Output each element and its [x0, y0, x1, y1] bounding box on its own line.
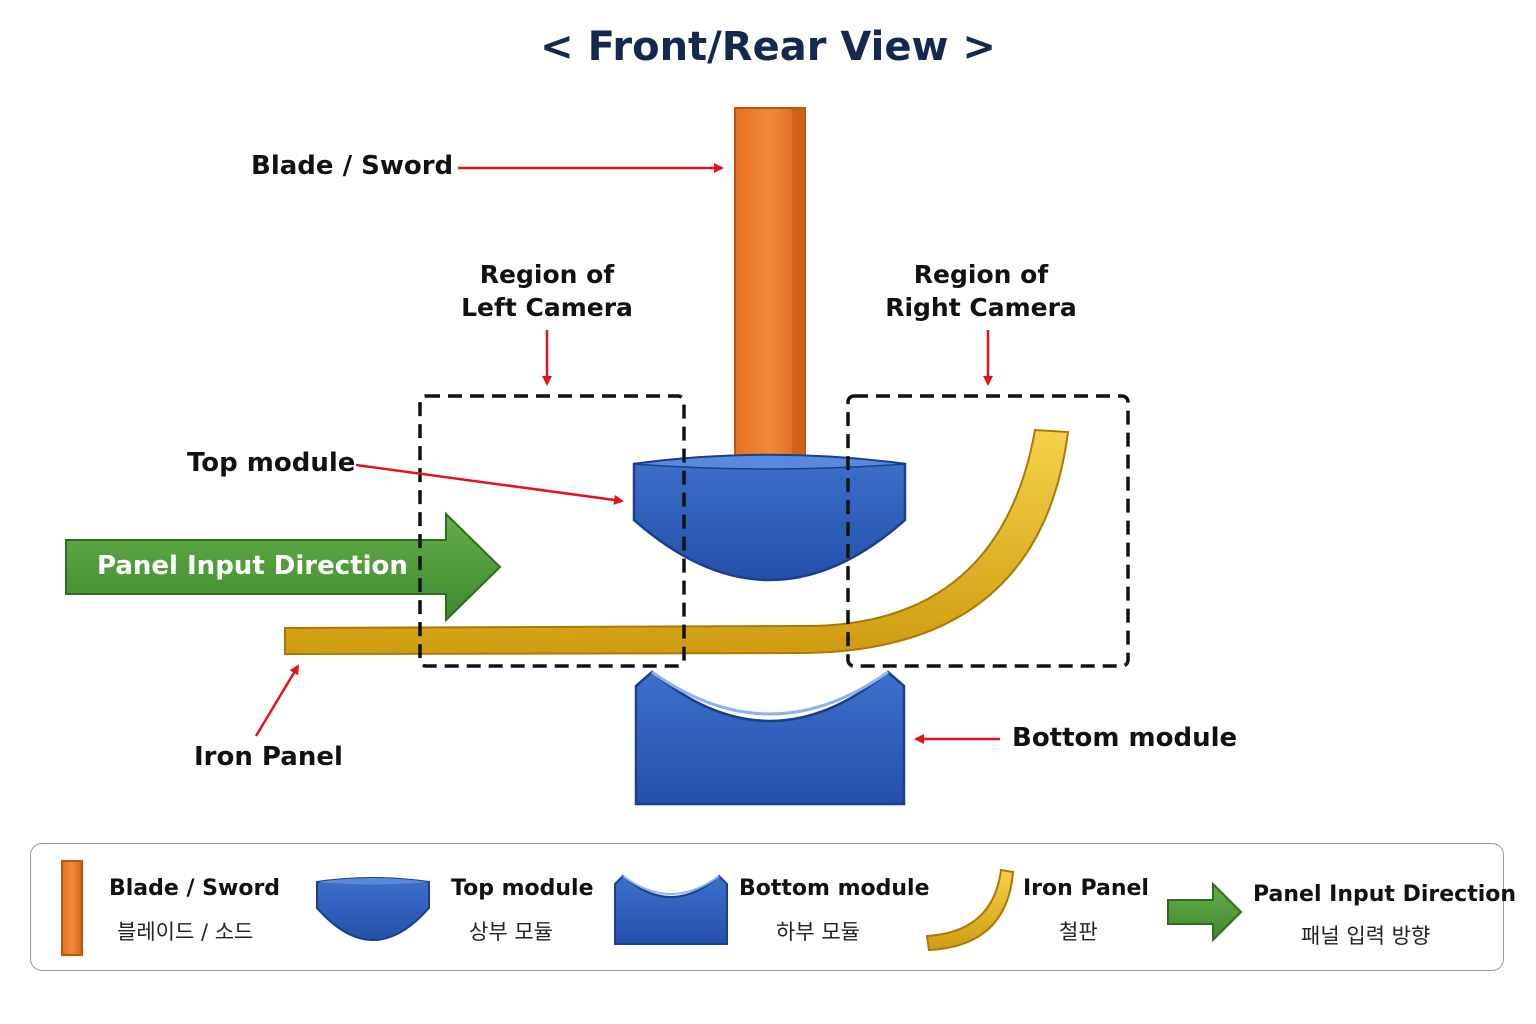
top-module-icon — [316, 877, 430, 941]
legend-bottom-module-ko: 하부 모듈 — [776, 920, 860, 944]
blade-label: Blade / Sword — [251, 151, 454, 181]
top-module — [632, 453, 907, 582]
bottom-module-label: Bottom module — [1012, 723, 1238, 753]
legend-item-bottom-module: Bottom module 하부 모듈 — [606, 844, 930, 972]
legend-iron-panel-ko: 철판 — [1059, 920, 1098, 944]
iron-panel-label: Iron Panel — [194, 742, 343, 772]
legend-item-iron-panel: Iron Panel 철판 — [921, 844, 1151, 972]
right-camera-label-line1: Region of — [913, 260, 1049, 289]
legend-panel-input-direction-ko: 패널 입력 방향 — [1301, 924, 1431, 948]
iron-panel — [284, 428, 1070, 656]
green-arrow-icon — [1167, 881, 1243, 943]
legend-item-panel-input-direction: Panel Input Direction 패널 입력 방향 — [1159, 844, 1516, 972]
right-camera-region — [846, 394, 1130, 668]
right-camera-label-line2: Right Camera — [885, 293, 1077, 322]
top-module-label: Top module — [187, 448, 356, 478]
left-camera-label-line1: Region of — [479, 260, 615, 289]
bottom-module-icon — [614, 874, 728, 945]
legend-bottom-module-en: Bottom module — [739, 876, 930, 901]
blade-sword — [734, 107, 806, 461]
right-camera-label: Region of Right Camera — [851, 258, 1111, 324]
legend-blade-ko: 블레이드 / 소드 — [117, 920, 254, 944]
iron-panel-icon — [925, 868, 1015, 952]
legend-iron-panel-en: Iron Panel — [1023, 876, 1149, 901]
left-camera-label: Region of Left Camera — [417, 258, 677, 324]
bottom-module — [634, 670, 906, 806]
blade-icon — [61, 860, 83, 956]
panel-input-direction-label: Panel Input Direction — [97, 551, 408, 581]
left-camera-label-line2: Left Camera — [461, 293, 633, 322]
iron-panel-callout-arrow — [254, 664, 300, 737]
page-title: < Front/Rear View > — [540, 24, 996, 70]
legend-item-top-module: Top module 상부 모듈 — [301, 844, 601, 972]
legend-item-blade: Blade / Sword 블레이드 / 소드 — [31, 844, 291, 972]
legend-panel-input-direction-en: Panel Input Direction — [1253, 882, 1517, 907]
legend-top-module-en: Top module — [451, 876, 594, 901]
legend: Blade / Sword 블레이드 / 소드 Top module 상부 모듈… — [30, 843, 1516, 972]
legend-top-module-ko: 상부 모듈 — [469, 920, 553, 944]
legend-blade-en: Blade / Sword — [109, 876, 281, 901]
top-module-callout-arrow — [355, 463, 624, 505]
panel-input-direction-arrow — [65, 511, 502, 623]
